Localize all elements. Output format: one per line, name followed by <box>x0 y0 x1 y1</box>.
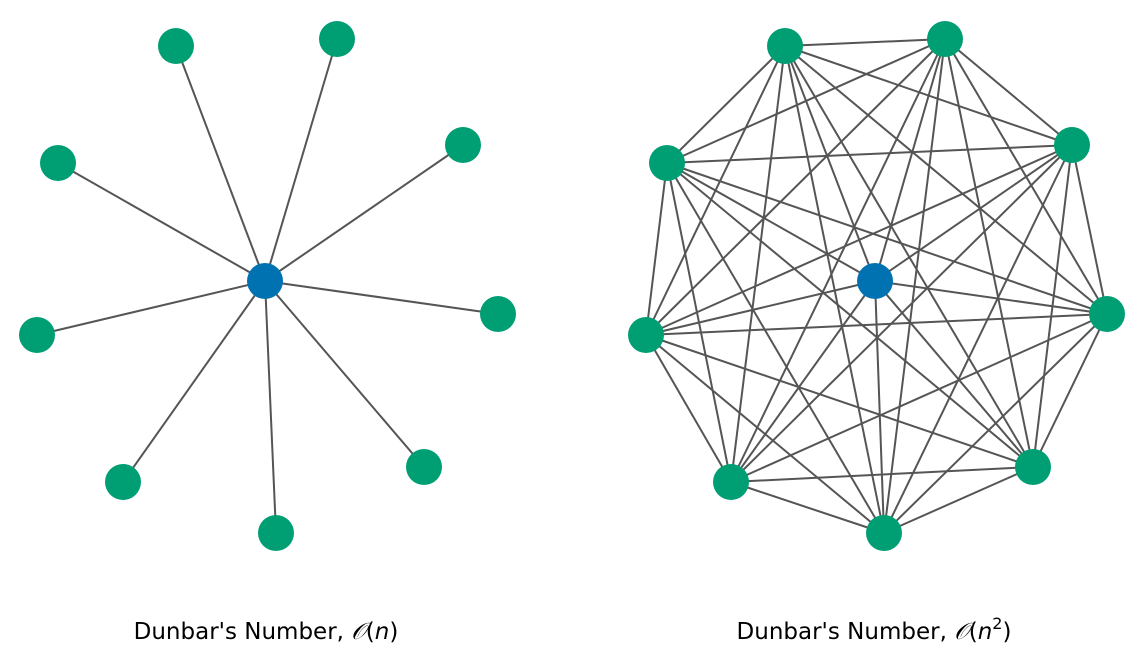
complete-graph-edge <box>730 466 1034 483</box>
complete-graph-edge <box>645 334 885 534</box>
complete-graph-edges <box>645 38 1108 534</box>
complete-graph-edge <box>730 144 1073 483</box>
complete-graph-edge <box>666 162 1034 468</box>
complete-graph-edge <box>730 45 786 483</box>
close-paren: ) <box>1002 619 1012 645</box>
star-edge <box>122 280 266 483</box>
complete-graph-edge <box>730 481 885 534</box>
complete-graph-edge <box>666 162 1108 315</box>
complete-graph-edge <box>666 162 876 282</box>
peer-node <box>1089 296 1125 332</box>
star-edge <box>175 45 266 282</box>
star-edge <box>264 38 338 282</box>
complete-graph-edge <box>645 45 786 336</box>
complete-graph-edge <box>645 144 1073 336</box>
peer-node <box>713 464 749 500</box>
complete-graph-edge <box>645 334 1034 468</box>
complete-graph-edge <box>784 45 1034 468</box>
open-paren: ( <box>365 619 375 645</box>
star-edge <box>264 280 499 315</box>
complete-graph-edge <box>1032 144 1073 468</box>
peer-node <box>19 317 55 353</box>
variable-n: n <box>977 619 993 645</box>
complete-graph-edge <box>784 45 1073 146</box>
complete-graph-edge <box>874 38 946 282</box>
complete-graph-edge <box>883 144 1073 534</box>
complete-graph-edge <box>784 45 876 282</box>
star-edges <box>36 38 499 534</box>
peer-node <box>406 449 442 485</box>
peer-node <box>1015 449 1051 485</box>
complete-graph-edge <box>730 38 946 483</box>
complete-graph-edge <box>784 45 1108 315</box>
caption-linear-prefix: Dunbar's Number, <box>133 619 352 645</box>
star-nodes <box>19 21 516 551</box>
complete-graph-edge <box>666 144 1073 164</box>
peer-node <box>628 317 664 353</box>
complete-graph-edge <box>784 38 946 47</box>
close-paren: ) <box>389 619 399 645</box>
complete-graph-edge <box>784 45 885 534</box>
peer-node <box>767 28 803 64</box>
peer-node <box>480 296 516 332</box>
caption-linear: Dunbar's Number, 𝒪(n) <box>60 614 472 650</box>
center-node <box>857 263 893 299</box>
complete-graph-edge <box>666 38 946 164</box>
complete-graph-edge <box>645 162 668 336</box>
complete-graph-nodes <box>628 21 1125 551</box>
complete-graph-edge <box>730 313 1108 483</box>
peer-node <box>40 145 76 181</box>
complete-graph-edge <box>645 313 1108 336</box>
star-edge <box>264 280 425 468</box>
big-o-symbol: 𝒪 <box>351 619 366 645</box>
complete-graph-edge <box>883 38 946 534</box>
peer-node <box>649 145 685 181</box>
peer-node <box>866 515 902 551</box>
complete-graph-edge <box>874 144 1073 282</box>
complete-graph-edge <box>944 38 1034 468</box>
complete-network-diagram <box>628 21 1125 551</box>
complete-graph-edge <box>645 334 732 483</box>
peer-node <box>105 464 141 500</box>
complete-graph-edge <box>1032 313 1108 468</box>
complete-graph-edge <box>666 45 786 164</box>
complete-graph-edge <box>666 162 732 483</box>
star-edge <box>264 280 277 534</box>
peer-node <box>445 127 481 163</box>
complete-graph-edge <box>944 38 1108 315</box>
star-edge <box>264 144 464 282</box>
complete-graph-edge <box>874 280 885 534</box>
complete-graph-edge <box>944 38 1073 146</box>
peer-node <box>319 21 355 57</box>
star-edge <box>36 280 266 336</box>
complete-graph-edge <box>883 313 1108 534</box>
complete-graph-edge <box>730 280 876 483</box>
peer-node <box>1054 127 1090 163</box>
peer-node <box>927 21 963 57</box>
complete-graph-edge <box>874 280 1034 468</box>
exponent: 2 <box>992 614 1003 633</box>
star-edge <box>57 162 266 282</box>
variable-n: n <box>374 619 390 645</box>
complete-graph-edge <box>1071 144 1108 315</box>
peer-node <box>158 28 194 64</box>
peer-node <box>258 515 294 551</box>
caption-quadratic-prefix: Dunbar's Number, <box>736 619 955 645</box>
complete-graph-edge <box>666 162 885 534</box>
caption-quadratic: Dunbar's Number, 𝒪(n2) <box>668 614 1080 650</box>
star-network-diagram <box>19 21 516 551</box>
complete-graph-edge <box>645 38 946 336</box>
complete-graph-edge <box>883 466 1034 534</box>
center-node <box>247 263 283 299</box>
open-paren: ( <box>968 619 978 645</box>
complete-graph-edge <box>645 280 876 336</box>
big-o-symbol: 𝒪 <box>954 619 969 645</box>
